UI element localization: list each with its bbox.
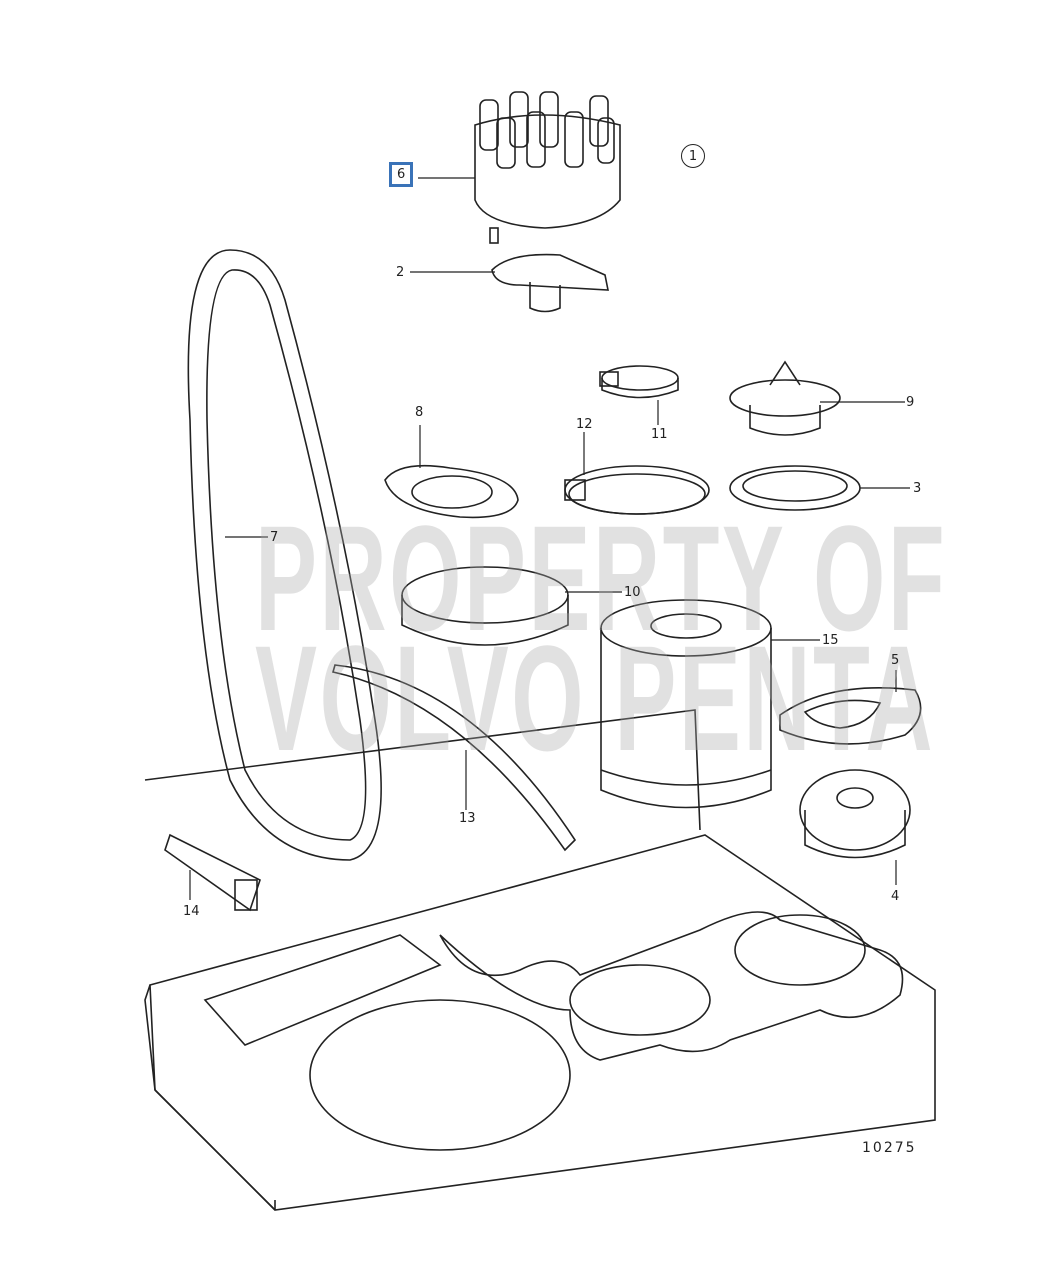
callout-9[interactable]: 9 [906, 395, 915, 410]
small-clamp-drawing [599, 365, 679, 399]
group-number-badge: 1 [681, 144, 705, 168]
cable-tie-drawing [331, 664, 577, 852]
gasket-drawing [384, 464, 519, 519]
hose-clamp-drawing [564, 465, 710, 515]
callout-14[interactable]: 14 [183, 904, 200, 919]
callout-6[interactable]: 6 [389, 162, 414, 187]
callout-13[interactable]: 13 [459, 811, 476, 826]
callout-12[interactable]: 12 [576, 417, 593, 432]
callout-10[interactable]: 10 [624, 585, 641, 600]
callout-4[interactable]: 4 [891, 889, 900, 904]
impeller-drawing [799, 769, 911, 859]
callout-3[interactable]: 3 [913, 481, 922, 496]
seal-ring-drawing [729, 465, 861, 511]
rotor-drawing [491, 253, 609, 313]
cover-gasket-drawing [779, 687, 922, 745]
callout-8[interactable]: 8 [415, 405, 424, 420]
drive-belt-drawing [187, 249, 382, 861]
callout-5[interactable]: 5 [891, 653, 900, 668]
oil-filter-drawing [600, 599, 772, 809]
distributor-cap-drawing [474, 91, 621, 244]
thermostat-drawing [729, 360, 841, 436]
callout-7[interactable]: 7 [270, 530, 279, 545]
kit-case-drawing [144, 709, 936, 1211]
callout-11[interactable]: 11 [651, 427, 668, 442]
spark-plug-drawing [164, 833, 261, 912]
callout-2[interactable]: 2 [396, 265, 405, 280]
filter-element-drawing [401, 566, 569, 646]
leader-lines [189, 177, 910, 900]
drawing-number: 10275 [862, 1140, 917, 1156]
callout-15[interactable]: 15 [822, 633, 839, 648]
